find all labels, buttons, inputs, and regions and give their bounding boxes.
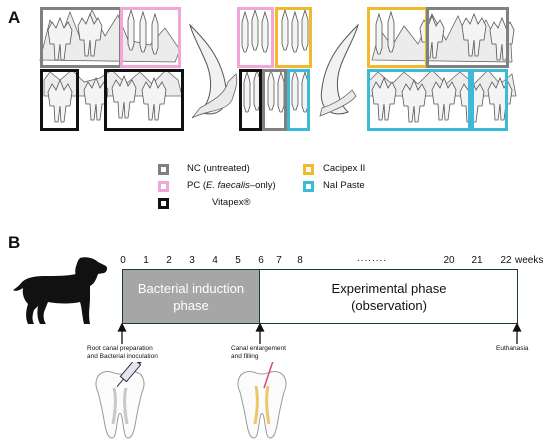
legend-label-pc: PC (E. faecalis–only) xyxy=(187,180,276,191)
week-tick: 6 xyxy=(258,255,264,266)
week-tick-ellipsis: ........ xyxy=(356,253,388,264)
dog-icon xyxy=(13,257,108,324)
legend-swatch-vitapex xyxy=(158,198,169,209)
event-start-line1: Root canal preparation xyxy=(87,345,153,352)
frame-nai-lower-right-2 xyxy=(471,69,508,131)
week-tick: 21 xyxy=(471,255,483,266)
week-tick: 4 xyxy=(212,255,218,266)
upper-right-canine xyxy=(320,23,359,115)
week-tick: 22 xyxy=(500,255,512,266)
phase-experimental-label: Experimental phase (observation) xyxy=(260,280,518,314)
frame-nc-center xyxy=(262,69,287,131)
tooth-filling-icon xyxy=(237,362,287,439)
week-tick: 7 xyxy=(276,255,282,266)
lower-left-canine xyxy=(191,73,238,119)
frame-pc-center xyxy=(237,7,274,68)
lower-right-canine xyxy=(319,89,357,117)
week-tick: 5 xyxy=(235,255,241,266)
week-tick: 3 xyxy=(189,255,195,266)
phase-bacterial-label: Bacterial induction phase xyxy=(122,280,260,314)
event-start-line2: and Bacterial inoculation xyxy=(87,353,158,360)
tooth-inoculation-icon xyxy=(95,362,145,439)
frame-pc-upper-left xyxy=(120,7,181,68)
legend-label-nai: NaI Paste xyxy=(323,180,365,191)
event-start-label: Root canal preparation and Bacterial ino… xyxy=(87,345,158,361)
panel-a-label: A xyxy=(8,8,21,27)
phase-experimental xyxy=(259,269,518,324)
week-tick: 8 xyxy=(297,255,303,266)
event-middle-line1: Canal enlargement xyxy=(231,345,286,352)
frame-vitapex-center xyxy=(239,69,262,131)
phase-experimental-line2: (observation) xyxy=(351,298,427,313)
legend-swatch-cacipex xyxy=(303,164,314,175)
dental-illustration xyxy=(39,7,517,131)
week-tick: 2 xyxy=(166,255,172,266)
event-end-line1: Euthanasia xyxy=(496,345,529,352)
legend-swatch-pc xyxy=(158,181,169,192)
frame-nai-center xyxy=(287,69,310,131)
week-tick: 20 xyxy=(443,255,455,266)
week-tick: 0 xyxy=(120,255,126,266)
event-end-label: Euthanasia xyxy=(496,345,529,353)
legend-swatch-nc xyxy=(158,164,169,175)
upper-left-teeth xyxy=(39,9,181,63)
phase-experimental-line1: Experimental phase xyxy=(331,281,447,296)
phase-bacterial-line1: Bacterial induction xyxy=(137,281,245,296)
panel-b-label: B xyxy=(8,233,21,252)
phase-bacterial-line2: phase xyxy=(173,298,209,313)
legend-label-nc: NC (untreated) xyxy=(187,163,250,174)
week-tick: 1 xyxy=(143,255,149,266)
week-unit: weeks xyxy=(515,255,544,266)
frame-nai-lower-right xyxy=(367,69,471,131)
event-middle-label: Canal enlargement and filling xyxy=(231,345,286,361)
legend-label-cacipex: Cacipex II xyxy=(323,163,366,174)
phase-bacterial-induction xyxy=(122,269,260,324)
frame-vitapex-lower-left-2 xyxy=(104,69,184,131)
legend-label-vitapex: Vitapex® xyxy=(212,197,251,208)
event-middle-line2: and filling xyxy=(231,353,259,360)
frame-nc-upper-right xyxy=(426,7,509,68)
frame-vitapex-lower-left xyxy=(40,69,79,131)
legend-swatch-nai xyxy=(303,181,314,192)
frame-cacipex-center xyxy=(275,7,312,68)
